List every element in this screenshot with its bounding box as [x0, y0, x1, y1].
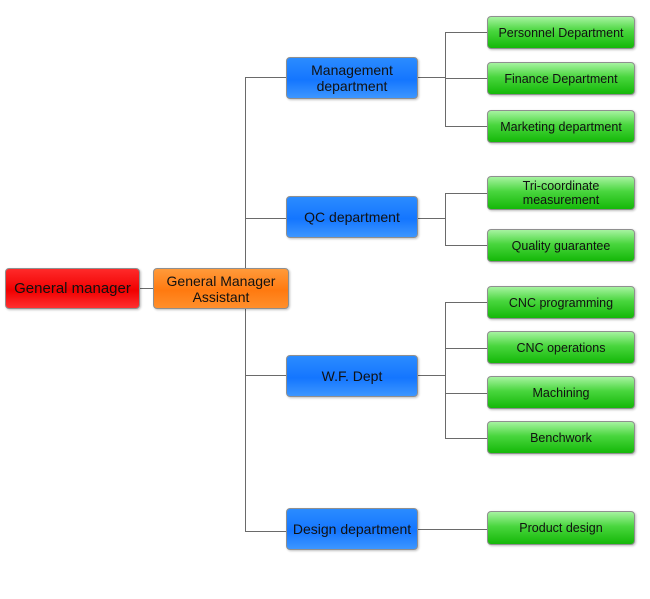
connector — [445, 126, 487, 127]
node-general-manager[interactable]: General manager — [5, 268, 140, 309]
node-marketing-department[interactable]: Marketing department — [487, 110, 635, 143]
node-label: General Manager Assistant — [166, 272, 276, 305]
connector — [445, 32, 487, 33]
node-machining[interactable]: Machining — [487, 376, 635, 409]
node-cnc-operations[interactable]: CNC operations — [487, 331, 635, 364]
node-wf-dept[interactable]: W.F. Dept — [286, 355, 418, 397]
node-label: QC department — [304, 209, 400, 225]
node-label: Quality guarantee — [511, 238, 611, 253]
node-management-department[interactable]: Management department — [286, 57, 418, 99]
node-label: General manager — [14, 279, 131, 297]
connector — [245, 531, 286, 532]
connector — [445, 393, 487, 394]
connector — [245, 218, 286, 219]
connector — [418, 218, 445, 219]
connector — [418, 529, 487, 530]
node-label: Finance Department — [504, 71, 618, 86]
node-label: Marketing department — [500, 119, 622, 134]
connector — [418, 77, 445, 78]
connector — [445, 193, 487, 194]
node-label: CNC operations — [516, 340, 606, 355]
connector — [245, 77, 286, 78]
node-label: Tri-coordinate measurement — [522, 179, 600, 207]
connector — [445, 302, 446, 438]
connector — [140, 288, 154, 289]
node-cnc-programming[interactable]: CNC programming — [487, 286, 635, 319]
node-label: W.F. Dept — [321, 368, 383, 384]
node-finance-department[interactable]: Finance Department — [487, 62, 635, 95]
connector — [445, 302, 487, 303]
node-product-design[interactable]: Product design — [487, 511, 635, 545]
node-personnel-department[interactable]: Personnel Department — [487, 16, 635, 49]
node-qc-department[interactable]: QC department — [286, 196, 418, 238]
node-quality-guarantee[interactable]: Quality guarantee — [487, 229, 635, 262]
connector — [245, 375, 286, 376]
connector — [445, 78, 487, 79]
node-label: CNC programming — [508, 295, 614, 310]
node-benchwork[interactable]: Benchwork — [487, 421, 635, 454]
node-general-manager-assistant[interactable]: General Manager Assistant — [153, 268, 289, 309]
connector — [418, 375, 445, 376]
connector — [445, 193, 446, 245]
node-label: Design department — [292, 521, 412, 537]
node-design-department[interactable]: Design department — [286, 508, 418, 550]
node-tri-coordinate-measurement[interactable]: Tri-coordinate measurement — [487, 176, 635, 210]
connector — [445, 245, 487, 246]
connector — [445, 32, 446, 126]
node-label: Benchwork — [530, 430, 592, 445]
node-label: Machining — [532, 385, 590, 400]
node-label: Personnel Department — [498, 25, 624, 40]
connector — [445, 348, 487, 349]
node-label: Management department — [311, 62, 393, 94]
connector — [445, 438, 487, 439]
node-label: Product design — [519, 521, 603, 535]
